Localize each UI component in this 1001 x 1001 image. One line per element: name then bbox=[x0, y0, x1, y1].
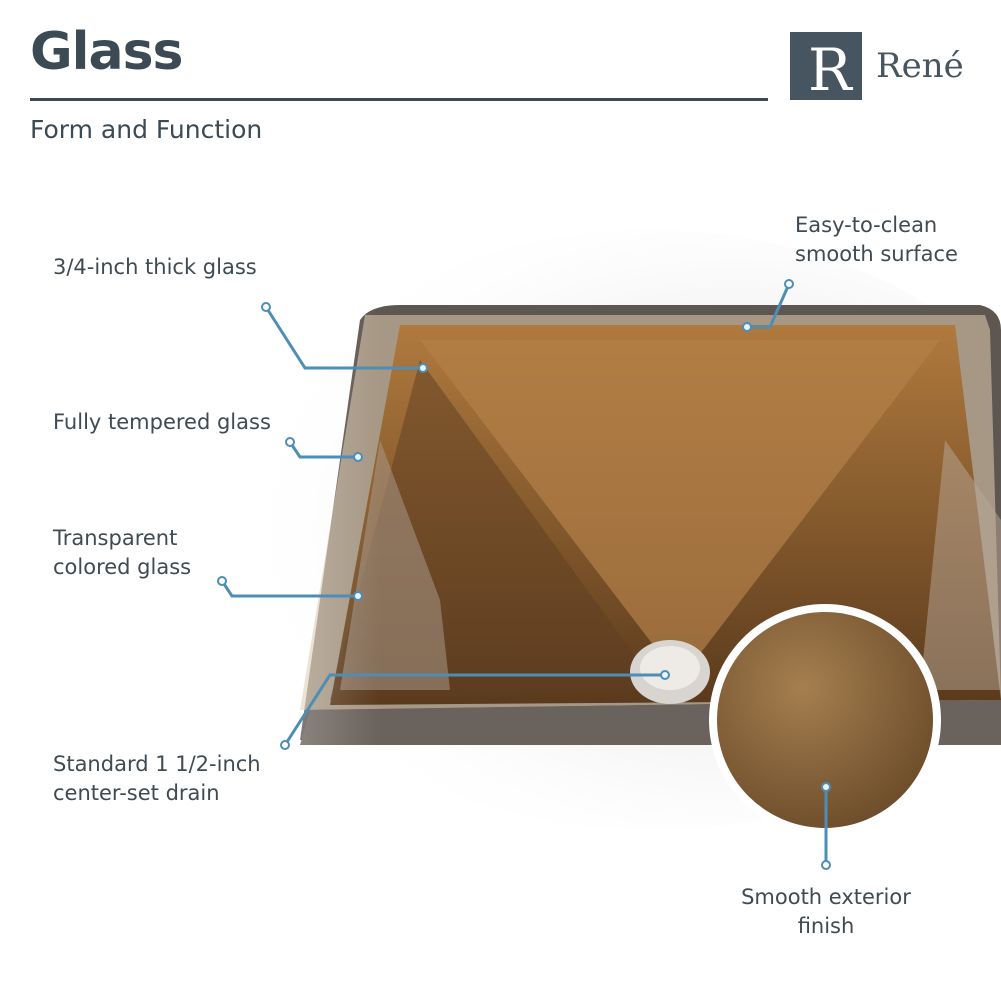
callout-text: Smooth exterior bbox=[741, 885, 911, 909]
callout-drain: Standard 1 1/2-inch center-set drain bbox=[53, 750, 261, 808]
callout-text: center-set drain bbox=[53, 781, 220, 805]
callout-text: Fully tempered glass bbox=[53, 410, 271, 434]
brand-logo: R bbox=[790, 32, 862, 104]
callout-text: Transparent bbox=[53, 526, 178, 550]
callout-thick-glass: 3/4-inch thick glass bbox=[53, 253, 257, 282]
callout-text: smooth surface bbox=[795, 242, 958, 266]
brand-name: René bbox=[876, 46, 964, 86]
callout-text: finish bbox=[797, 914, 855, 938]
callout-colored-glass: Transparent colored glass bbox=[53, 524, 191, 582]
callout-tempered-glass: Fully tempered glass bbox=[53, 408, 271, 437]
callout-smooth-surface: Easy-to-clean smooth surface bbox=[795, 211, 958, 269]
page-title: Glass bbox=[30, 22, 183, 82]
callout-text: 3/4-inch thick glass bbox=[53, 255, 257, 279]
callout-text: colored glass bbox=[53, 555, 192, 579]
page-subtitle: Form and Function bbox=[30, 115, 263, 144]
svg-text:R: R bbox=[808, 36, 854, 100]
callout-text: Easy-to-clean bbox=[795, 213, 938, 237]
callout-exterior-finish: Smooth exterior finish bbox=[720, 883, 932, 941]
title-divider bbox=[30, 98, 768, 101]
callout-text: Standard 1 1/2-inch bbox=[53, 752, 261, 776]
callout-endpoints bbox=[217, 279, 831, 870]
callout-lines bbox=[220, 283, 828, 865]
